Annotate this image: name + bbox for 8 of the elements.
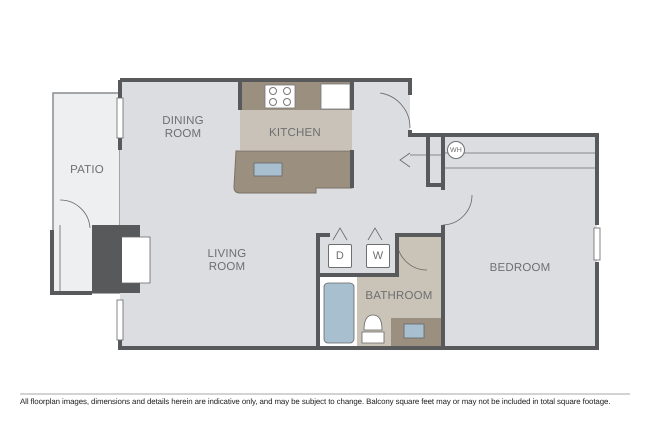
room-label: KITCHEN — [262, 127, 328, 140]
dryer-appliance: D — [328, 244, 352, 268]
room-label: LIVING ROOM — [195, 248, 259, 274]
room-label: BEDROOM — [480, 262, 560, 275]
washer-appliance: W — [366, 244, 390, 268]
room-label: DINING ROOM — [153, 115, 213, 141]
room-label: PATIO — [62, 164, 112, 177]
room-label: BATHROOM — [360, 290, 438, 303]
